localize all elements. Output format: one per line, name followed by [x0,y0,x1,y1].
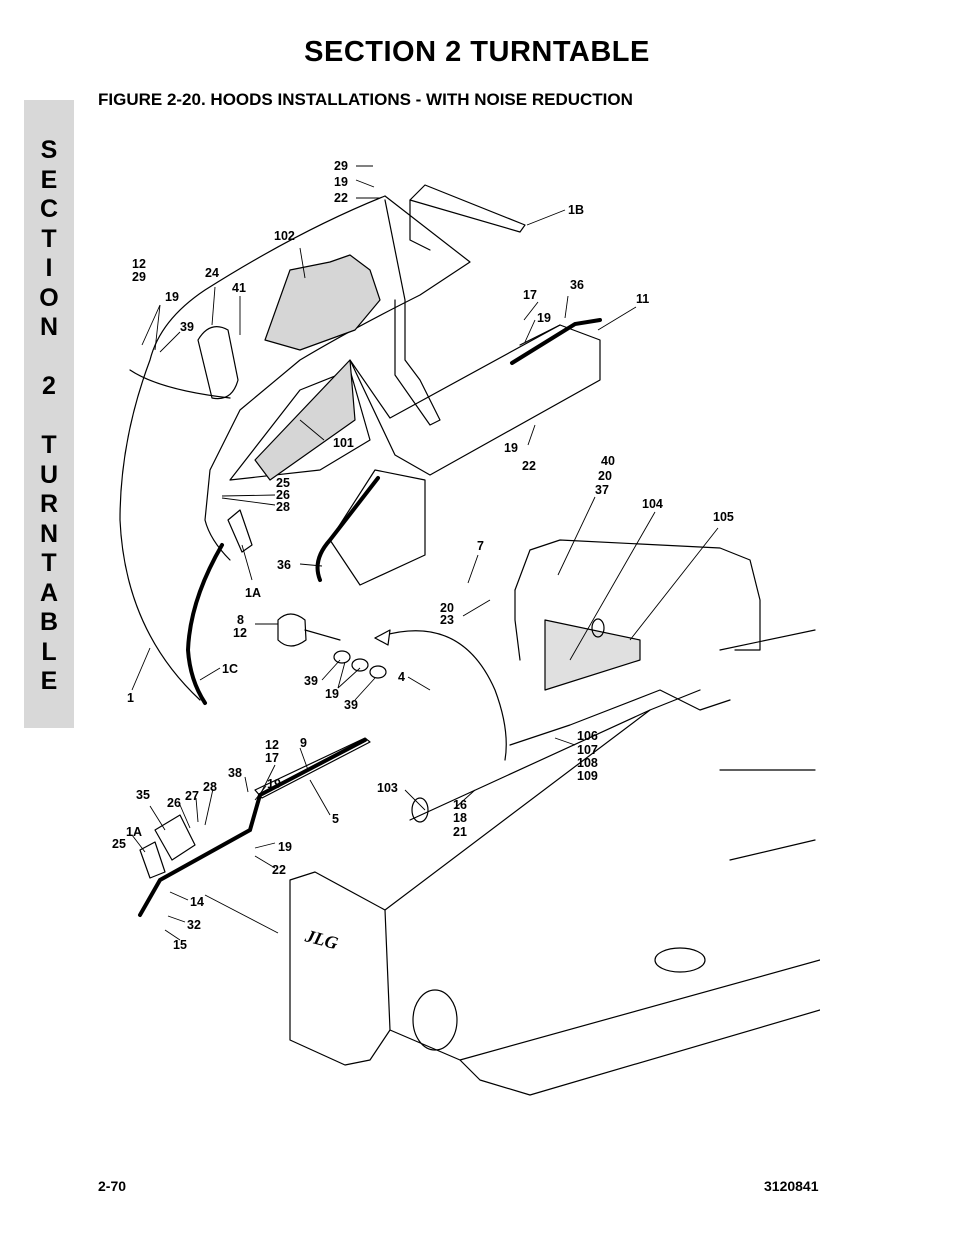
callout-20: 20 [598,469,612,483]
callout-19: 19 [334,175,348,189]
callout-101: 101 [333,436,354,450]
seal-36a [510,318,602,365]
callout-1a-lower: 1A [126,825,142,839]
callout-22b: 22 [522,459,536,473]
callout-29: 29 [334,159,348,173]
callout-28b: 28 [203,780,217,794]
callout-24: 24 [205,266,219,280]
callout-40: 40 [601,454,615,468]
side-tab-letter: R [39,490,59,518]
section-title: SECTION 2 TURNTABLE [304,36,650,68]
callout-36: 36 [570,278,584,292]
side-tab-letter: T [41,431,57,459]
callout-19d: 19 [504,441,518,455]
callout-107: 107 [577,743,598,757]
side-tab-letter: T [41,549,57,577]
callout-26b: 26 [167,796,181,810]
side-tab-letter: E [40,667,58,695]
callout-12c: 12 [265,738,279,752]
document-number: 3120841 [764,1178,819,1194]
seal-1c [185,543,224,705]
callout-11: 11 [636,292,649,306]
callout-39: 39 [180,320,194,334]
callout-41: 41 [232,281,246,295]
callout-25b: 25 [112,837,126,851]
side-tab-letter: L [41,637,57,666]
callout-9: 9 [300,736,307,750]
callout-19b: 19 [165,290,179,304]
seal-lower [138,738,367,917]
callout-17b: 17 [265,751,279,765]
callout-19f: 19 [267,777,281,791]
callout-12b: 12 [233,626,247,640]
insulation-strip-101 [254,359,356,481]
callout-20b: 20 [440,601,454,615]
callout-38: 38 [228,766,242,780]
hood-top-panel [204,195,471,561]
callout-22c: 22 [272,863,286,877]
callout-1c: 1C [222,662,238,676]
callout-4: 4 [398,670,405,684]
callout-28: 28 [276,500,290,514]
callout-109: 109 [577,769,598,783]
seal-36b [315,476,380,582]
callout-108: 108 [577,756,598,770]
side-tab-letter: N [39,519,59,548]
callout-14: 14 [190,895,204,909]
callout-29b: 29 [132,270,146,284]
callout-19c: 19 [537,311,551,325]
side-tab-letter: I [45,254,53,282]
callout-27: 27 [185,789,199,803]
callout-37: 37 [595,483,609,497]
callout-12: 12 [132,257,146,271]
figure-title: FIGURE 2-20. HOODS INSTALLATIONS - WITH … [98,90,633,109]
callout-7: 7 [477,539,484,553]
callout-102: 102 [274,229,295,243]
side-tab-letter: T [41,224,57,253]
side-tab-letter: E [40,165,58,194]
callout-5: 5 [332,812,339,826]
callout-19e: 19 [325,687,339,701]
callout-35: 35 [136,788,150,802]
callout-1: 1 [127,691,134,705]
callout-16: 16 [453,798,467,812]
callout-1a: 1A [245,586,261,600]
hood-outline [119,195,386,701]
side-tab-letter: 2 [42,372,56,400]
side-tab-letter: A [39,578,59,607]
page-number: 2-70 [98,1178,127,1194]
hoods-installation-diagram: 29 19 22 1B 102 12 29 24 41 19 39 17 36 … [112,159,820,1096]
callout-39c: 39 [344,698,358,712]
callout-15: 15 [173,938,187,952]
callout-18: 18 [453,811,467,825]
jlg-logo: JLG [302,925,340,953]
side-tab-letter: O [39,283,59,312]
side-tab-letter: S [40,136,58,164]
callout-39b: 39 [304,674,318,688]
callout-103: 103 [377,781,398,795]
callout-23: 23 [440,613,454,627]
side-tab-letter: B [39,608,59,636]
callout-25: 25 [276,476,290,490]
callout-36b: 36 [277,558,291,572]
callout-19g: 19 [278,840,292,854]
callout-106: 106 [577,729,598,743]
callout-22: 22 [334,191,348,205]
side-tab-letter: N [39,313,59,341]
callout-105: 105 [713,510,734,524]
callout-17: 17 [523,288,537,302]
callout-1b: 1B [568,203,584,217]
callout-8: 8 [237,613,244,627]
insulation-pad-102 [264,254,381,351]
side-tab-letter: C [39,195,59,223]
callout-26: 26 [276,488,290,502]
callout-104: 104 [642,497,663,511]
callout-32: 32 [187,918,201,932]
callout-21: 21 [453,825,467,839]
side-tab-letter: U [39,460,59,489]
